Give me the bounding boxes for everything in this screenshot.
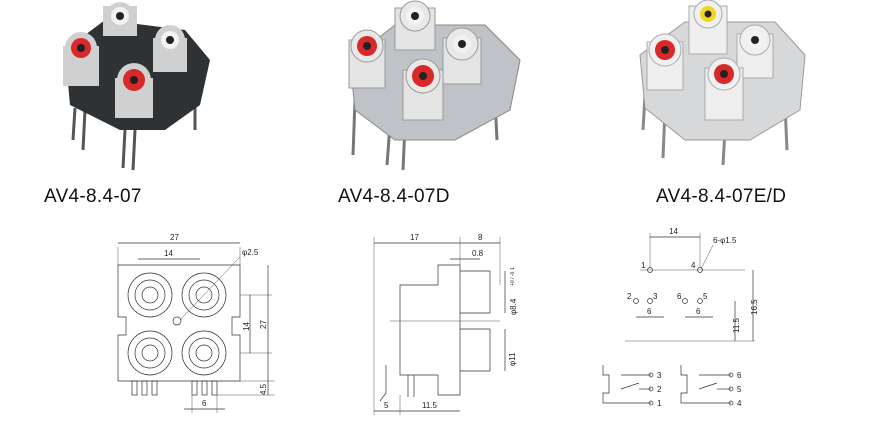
jack-front — [115, 63, 153, 118]
jack-right — [153, 25, 187, 72]
dim-depth: 17 — [410, 233, 419, 242]
jack-front — [704, 57, 744, 121]
dim-nose: 8 — [478, 233, 483, 242]
jack-front — [402, 58, 444, 121]
front-pins — [131, 380, 218, 396]
schematic-pin-4: 4 — [737, 399, 742, 408]
dim-total-offset: 16.5 — [750, 299, 759, 315]
front-jacks — [127, 272, 227, 376]
dim-bore: φ8.4 — [509, 298, 518, 315]
dim-base: 5 — [384, 401, 389, 410]
dim-step: 0.8 — [472, 249, 484, 258]
pin-label-5: 5 — [703, 292, 708, 301]
jack-top — [103, 2, 137, 36]
dim-spacing-b: 6 — [696, 307, 701, 316]
pcb-pins — [633, 267, 703, 304]
schematic-pin-6: 6 — [737, 371, 742, 380]
dim-pin-length: 4.5 — [259, 383, 268, 395]
product-photo-av4-8-4-07e-d — [639, 0, 806, 166]
jack-left — [348, 29, 386, 89]
dim-width: 27 — [170, 233, 179, 242]
dim-barrel: φ11 — [508, 352, 517, 366]
pin-label-1: 1 — [641, 261, 646, 270]
dim-hole: φ2.5 — [242, 248, 259, 257]
model-caption-2: AV4-8.4-07D — [338, 186, 450, 207]
dim-spacing-a: 6 — [647, 307, 652, 316]
dim-length: 11.5 — [422, 401, 438, 410]
dim-bore-tol: +0 / -0.1 — [510, 267, 516, 286]
jack-left — [646, 33, 684, 91]
switch-schematic-left — [602, 365, 654, 406]
product-photo-av4-8-4-07 — [63, 2, 210, 171]
jack-top — [394, 0, 436, 51]
dim-span: 14 — [669, 227, 678, 236]
dim-height: 27 — [259, 320, 268, 329]
model-caption-3: AV4-8.4-07E/D — [656, 186, 787, 207]
pin-label-2: 2 — [627, 292, 632, 301]
product-photo-av4-8-4-07d — [348, 0, 521, 171]
front-view-drawing: 27 14 φ2.5 14 27 4.5 6 — [117, 233, 275, 413]
switch-schematic-right — [680, 365, 734, 406]
pcb-layout-drawing: 14 6-φ1.5 1 4 2 3 6 5 6 6 11.5 16.5 3 2 … — [602, 227, 759, 408]
dim-pin-pitch: 6 — [202, 399, 207, 408]
pin-label-6: 6 — [677, 292, 682, 301]
dim-row-offset: 11.5 — [732, 317, 741, 333]
jack-right — [442, 27, 482, 85]
model-caption-1: AV4-8.4-07 — [44, 186, 142, 207]
pin-label-3: 3 — [653, 292, 658, 301]
pin-label-4: 4 — [691, 261, 696, 270]
dim-pitch-vertical: 14 — [242, 322, 251, 331]
side-view-drawing: 17 8 0.8 φ8.4 +0 / -0.1 φ11 5 11.5 — [373, 233, 518, 415]
schematic-pin-5: 5 — [737, 385, 742, 394]
dim-holes: 6-φ1.5 — [713, 236, 737, 245]
schematic-pin-1: 1 — [657, 399, 662, 408]
jack-left — [63, 32, 99, 86]
dim-pitch: 14 — [164, 249, 173, 258]
schematic-pin-3: 3 — [657, 371, 662, 380]
jack-top — [688, 0, 728, 55]
schematic-pin-2: 2 — [657, 385, 662, 394]
